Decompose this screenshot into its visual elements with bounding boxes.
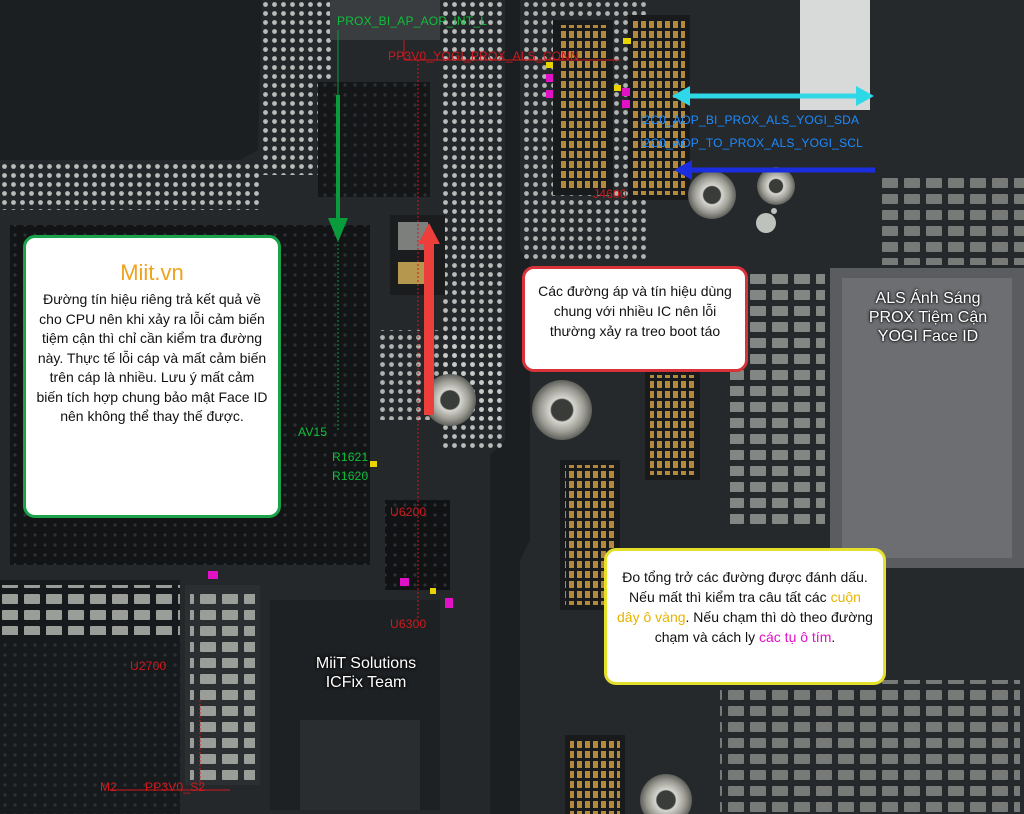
purple-cap-markers — [208, 74, 630, 608]
component-label-r1621: R1621 — [332, 450, 369, 464]
left-callout-text: Đường tín hiệu riêng trả kết quả về cho … — [36, 291, 268, 424]
brand-title: Miit.vn — [120, 260, 184, 285]
net-label-pp3v0-conn: PP3V0_YOGI_PROX_ALS_CONN — [388, 49, 579, 63]
instruction-text-a: Đo tổng trở các đường được đánh dấu. Nếu… — [622, 569, 868, 605]
team-caption-line2: ICFix Team — [325, 674, 407, 691]
component-label-av15: AV15 — [298, 425, 328, 439]
component-label-u6300: U6300 — [390, 617, 427, 631]
team-caption: MiiT Solutions ICFix Team — [296, 654, 436, 692]
instruction-yellow-coils: cuộn dây ô vàng — [617, 589, 861, 625]
yellow-coil-markers — [370, 38, 631, 594]
scl-blue-arrow — [674, 160, 875, 180]
component-label-u2700: U2700 — [130, 659, 167, 673]
sensor-caption: ALS Ánh Sáng PROX Tiệm Cận YOGI Face ID — [848, 289, 1008, 346]
component-label-j4600: J4600 — [593, 187, 627, 201]
middle-callout-text: Các đường áp và tín hiệu dùng chung với … — [538, 283, 732, 339]
prox-int-green-arrow — [328, 95, 348, 242]
apple-logo-icon — [756, 208, 777, 233]
instruction-text-b: . Nếu chạm thì dò theo đường chạm và các… — [654, 609, 873, 645]
net-label-i2c-sda: I2C0_AOP_BI_PROX_ALS_YOGI_SDA — [640, 113, 860, 127]
bottom-right-callout-box: Đo tổng trở các đường được đánh dấu. Nếu… — [604, 548, 886, 685]
sensor-caption-line1: ALS Ánh Sáng — [875, 290, 981, 307]
instruction-purple-caps: các tụ ô tím — [759, 629, 832, 645]
net-label-pp3v0-s2: PP3V0_S2 — [145, 780, 206, 794]
middle-callout-box: Các đường áp và tín hiệu dùng chung với … — [522, 266, 748, 372]
net-label-i2c-scl: I2C0_AOP_TO_PROX_ALS_YOGI_SCL — [640, 136, 864, 150]
sensor-caption-line3: YOGI Face ID — [877, 328, 979, 345]
component-label-u6200: U6200 — [390, 505, 427, 519]
instruction-text-c: . — [831, 629, 836, 645]
component-label-r1620: R1620 — [332, 469, 369, 483]
sensor-caption-line2: PROX Tiệm Cận — [868, 309, 988, 326]
net-label-prox-int: PROX_BI_AP_AOP_INT_L — [337, 14, 488, 28]
left-callout-box: Miit.vn Đường tín hiệu riêng trả kết quả… — [23, 235, 281, 518]
pp3v0-red-arrow — [418, 223, 440, 415]
team-caption-line1: MiiT Solutions — [315, 655, 417, 672]
component-label-m2: M2 — [100, 780, 118, 794]
sda-cyan-arrow — [672, 86, 874, 106]
